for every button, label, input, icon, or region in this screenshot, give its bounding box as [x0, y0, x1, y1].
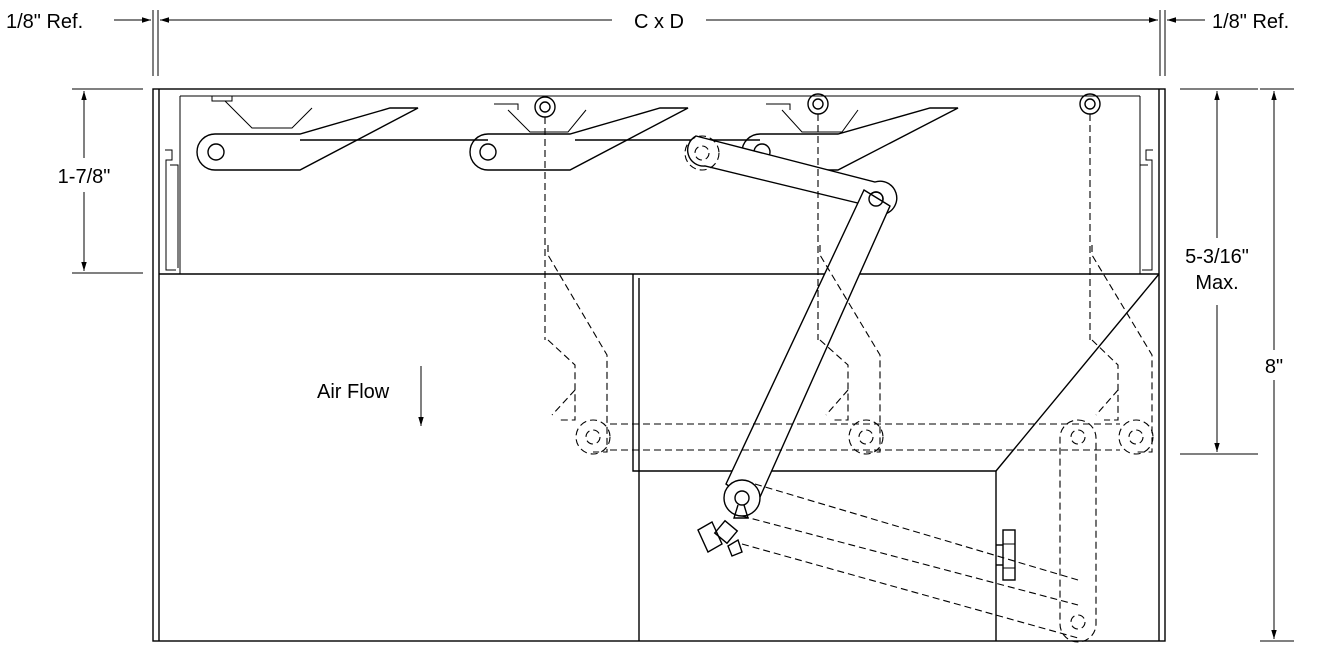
dim-overall-height: 8": [1265, 356, 1283, 378]
air-flow-label: Air Flow: [317, 381, 390, 403]
dim-width: C x D: [634, 11, 684, 33]
damper-frame: [152, 88, 1166, 642]
dim-top-height: 1-7/8": [58, 166, 111, 188]
air-flow-annotation: Air Flow: [317, 366, 424, 426]
left-dimension: 1-7/8": [58, 88, 143, 274]
dim-blade-max: Max.: [1195, 272, 1238, 294]
pivot-1: [207, 143, 225, 161]
right-outer-dimension: 8": [1260, 88, 1294, 642]
actuator-arm: [687, 135, 1016, 581]
dim-left-ref: 1/8" Ref.: [6, 11, 83, 33]
top-dimension: 1/8" Ref. C x D 1/8" Ref.: [6, 10, 1289, 76]
dim-blade-height: 5-3/16": [1185, 246, 1249, 268]
lower-structure: [632, 273, 1160, 641]
axle-1: [534, 96, 556, 118]
axle-3: [1079, 93, 1101, 115]
right-inner-dimension: 5-3/16" Max.: [1180, 88, 1258, 455]
hidden-linkage: [544, 114, 1154, 643]
axle-2: [807, 93, 829, 115]
dim-right-ref: 1/8" Ref.: [1212, 11, 1289, 33]
pivot-2: [479, 143, 497, 161]
top-linkage: [196, 93, 1101, 171]
